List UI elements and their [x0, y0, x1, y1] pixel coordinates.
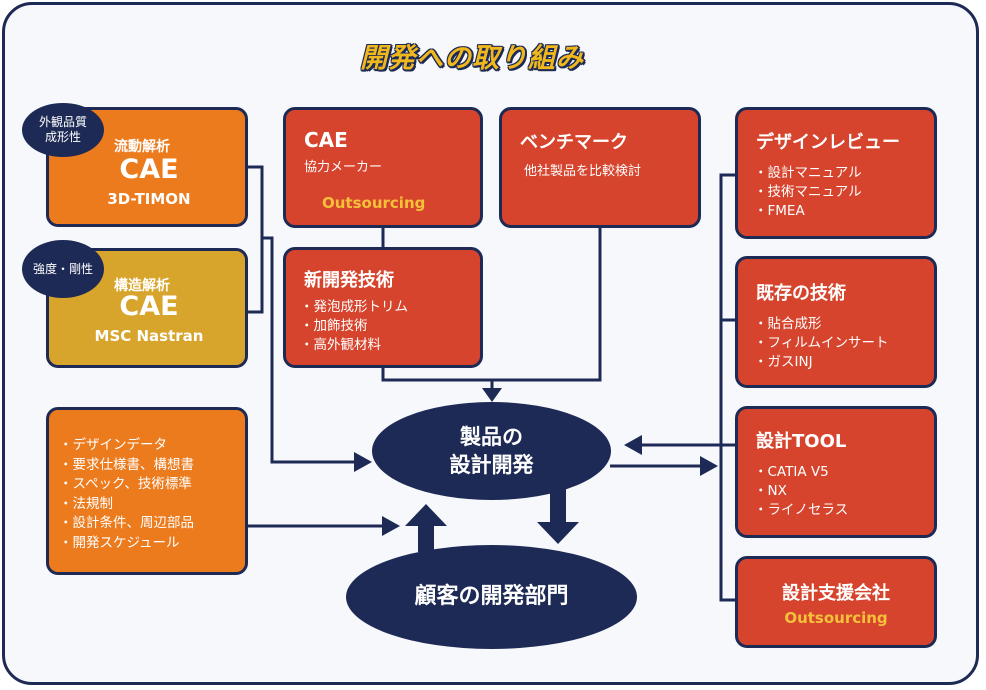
new-tech-item: 発泡成形トリム: [300, 298, 409, 317]
design-support-box: 設計支援会社 Outsourcing: [735, 556, 937, 648]
cae-struct-main: CAE: [119, 291, 179, 322]
requirements-list: デザインデータ 要求仕様書、構想書 スペック、技術標準 法規制 設計条件、周辺部…: [59, 436, 195, 554]
requirements-item: 法規制: [59, 495, 194, 515]
existing-tech-item: ガスINJ: [754, 353, 888, 372]
existing-tech-item: 貼合成形: [754, 315, 888, 334]
connector-cae-bracket: [246, 165, 264, 314]
arrowhead-to-product-left: [354, 452, 372, 472]
requirements-item: スペック、技術標準: [59, 475, 194, 495]
design-review-title: デザインレビュー: [756, 132, 900, 153]
badge-appearance-line2: 成形性: [44, 130, 81, 144]
benchmark-title: ベンチマーク: [520, 132, 628, 153]
cae-partner-outsourcing: Outsourcing: [322, 194, 426, 212]
new-tech-box: 新開発技術 発泡成形トリム 加飾技術 高外観材料: [283, 247, 483, 368]
arrowhead-top-to-product: [482, 388, 502, 402]
existing-tech-title: 既存の技術: [756, 283, 846, 304]
cae-flow-sub: 3D-TIMON: [107, 190, 191, 208]
cae-flow-main: CAE: [119, 154, 179, 185]
design-review-item: 技術マニュアル: [754, 183, 862, 202]
requirements-box: デザインデータ 要求仕様書、構想書 スペック、技術標準 法規制 設計条件、周辺部…: [46, 407, 248, 575]
design-tool-item: CATIA V5: [754, 463, 848, 482]
existing-tech-box: 既存の技術 貼合成形 フィルムインサート ガスINJ: [735, 256, 937, 388]
design-tool-item: ライノセラス: [754, 501, 849, 520]
diagram-title: 開発への取り組み: [360, 43, 584, 74]
badge-strength: 強度・剛性: [22, 240, 104, 298]
design-tool-item: NX: [754, 482, 848, 501]
badge-appearance-quality: 外観品質 成形性: [22, 103, 104, 157]
arrow-customer-to-product: [405, 504, 447, 552]
customer-dev-label: 顧客の開発部門: [414, 584, 569, 609]
design-support-title: 設計支援会社: [782, 583, 890, 604]
benchmark-box: ベンチマーク 他社製品を比較検討: [499, 107, 701, 228]
arrowhead-right-to-product: [624, 435, 642, 455]
cae-struct-label: 構造解析: [114, 278, 170, 294]
requirements-item: 開発スケジュール: [59, 534, 194, 554]
product-dev-line2: 設計開発: [449, 453, 534, 477]
product-dev-line1: 製品の: [460, 425, 523, 449]
design-tool-box: 設計TOOL CATIA V5 NX ライノセラス: [735, 406, 937, 538]
requirements-item: 要求仕様書、構想書: [59, 456, 195, 476]
product-dev-ellipse: 製品の 設計開発: [372, 402, 611, 500]
design-review-box: デザインレビュー 設計マニュアル 技術マニュアル FMEA: [735, 107, 937, 239]
cae-partner-sub: 協力メーカー: [304, 160, 383, 175]
cae-flow-box: 流動解析 CAE 3D-TIMON: [46, 107, 248, 227]
cae-partner-box: CAE 協力メーカー Outsourcing: [283, 107, 483, 228]
arrowhead-product-to-right: [700, 456, 718, 476]
cae-flow-label: 流動解析: [114, 139, 170, 155]
badge-appearance-line1: 外観品質: [38, 115, 87, 129]
design-tool-list: CATIA V5 NX ライノセラス: [754, 463, 849, 520]
connector-right-bracket: [719, 173, 735, 602]
arrow-product-to-customer: [537, 488, 579, 544]
benchmark-sub: 他社製品を比較検討: [524, 164, 642, 179]
existing-tech-item: フィルムインサート: [754, 334, 889, 353]
new-tech-item: 加飾技術: [300, 317, 408, 336]
design-review-item: 設計マニュアル: [754, 164, 862, 183]
badge-strength-line1: 強度・剛性: [32, 261, 93, 276]
cae-partner-title: CAE: [304, 128, 348, 152]
connector-cae-to-product: [262, 236, 355, 464]
design-tool-title: 設計TOOL: [756, 431, 847, 452]
design-support-outsourcing: Outsourcing: [784, 609, 888, 627]
new-tech-title: 新開発技術: [304, 270, 394, 291]
existing-tech-list: 貼合成形 フィルムインサート ガスINJ: [754, 315, 889, 372]
design-review-list: 設計マニュアル 技術マニュアル FMEA: [754, 164, 862, 221]
customer-dev-ellipse: 顧客の開発部門: [346, 545, 637, 649]
requirements-item: デザインデータ: [59, 436, 194, 456]
cae-struct-sub: MSC Nastran: [94, 327, 204, 345]
new-tech-item: 高外観材料: [300, 336, 408, 355]
design-review-item: FMEA: [754, 202, 862, 221]
arrowhead-requirements: [382, 516, 400, 536]
requirements-item: 設計条件、周辺部品: [59, 514, 195, 534]
new-tech-list: 発泡成形トリム 加飾技術 高外観材料: [300, 298, 409, 355]
